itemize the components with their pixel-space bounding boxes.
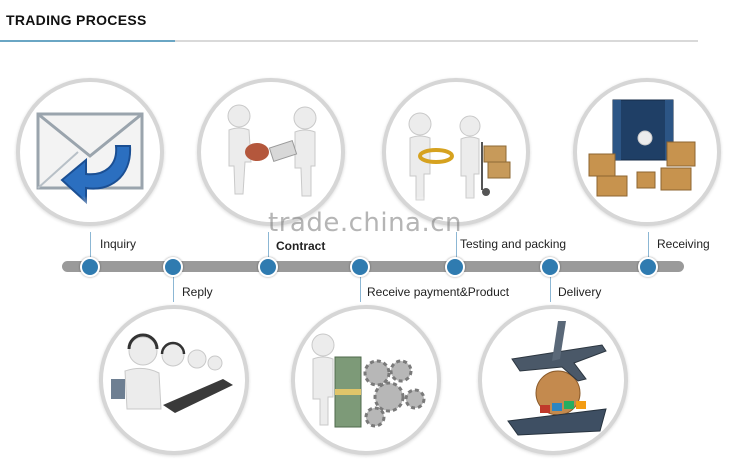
airplane-globe-ship-icon: [507, 321, 607, 436]
step-dot-delivery: [540, 257, 560, 277]
connector-contract: [268, 232, 269, 260]
magnifier-boxes-icon: [408, 112, 511, 201]
step-image-inquiry: [16, 78, 164, 226]
step-image-receiving: [573, 78, 721, 226]
envelope-arrow-icon: [36, 112, 144, 205]
step-image-reply: [99, 305, 249, 455]
page-title: TRADING PROCESS: [6, 12, 147, 28]
step-label-receiving: Receiving: [657, 237, 710, 251]
call-center-operators-icon: [111, 333, 233, 413]
step-dot-receiving: [638, 257, 658, 277]
watermark: trade.china.cn: [268, 208, 463, 238]
money-gears-icon: [311, 333, 426, 428]
step-dot-testing-and-packing: [445, 257, 465, 277]
step-label-receive-payment-product: Receive payment&Product: [367, 285, 510, 299]
step-image-testing-and-packing: [382, 78, 530, 226]
step-dot-inquiry: [80, 257, 100, 277]
connector-reply: [173, 272, 174, 302]
process-timeline: [62, 261, 684, 272]
step-label-inquiry: Inquiry: [100, 237, 137, 251]
step-image-delivery: [478, 305, 628, 455]
connector-receive-payment-product: [360, 272, 361, 302]
step-image-receive-payment-product: [291, 305, 441, 455]
connector-inquiry: [90, 232, 91, 260]
step-image-contract: [197, 78, 345, 226]
connector-delivery: [550, 272, 551, 302]
title-divider: [0, 40, 698, 42]
step-label-testing-and-packing: Testing and packing: [460, 237, 567, 251]
step-label-contract: Contract: [276, 239, 326, 253]
step-dot-contract: [258, 257, 278, 277]
connector-testing-and-packing: [456, 232, 457, 260]
step-label-delivery: Delivery: [558, 285, 602, 299]
step-dot-reply: [163, 257, 183, 277]
step-dot-receive-payment-product: [350, 257, 370, 277]
handshake-stamp-icon: [227, 104, 317, 197]
step-label-reply: Reply: [182, 285, 213, 299]
connector-receiving: [648, 232, 649, 260]
container-unloading-icon: [588, 99, 696, 197]
